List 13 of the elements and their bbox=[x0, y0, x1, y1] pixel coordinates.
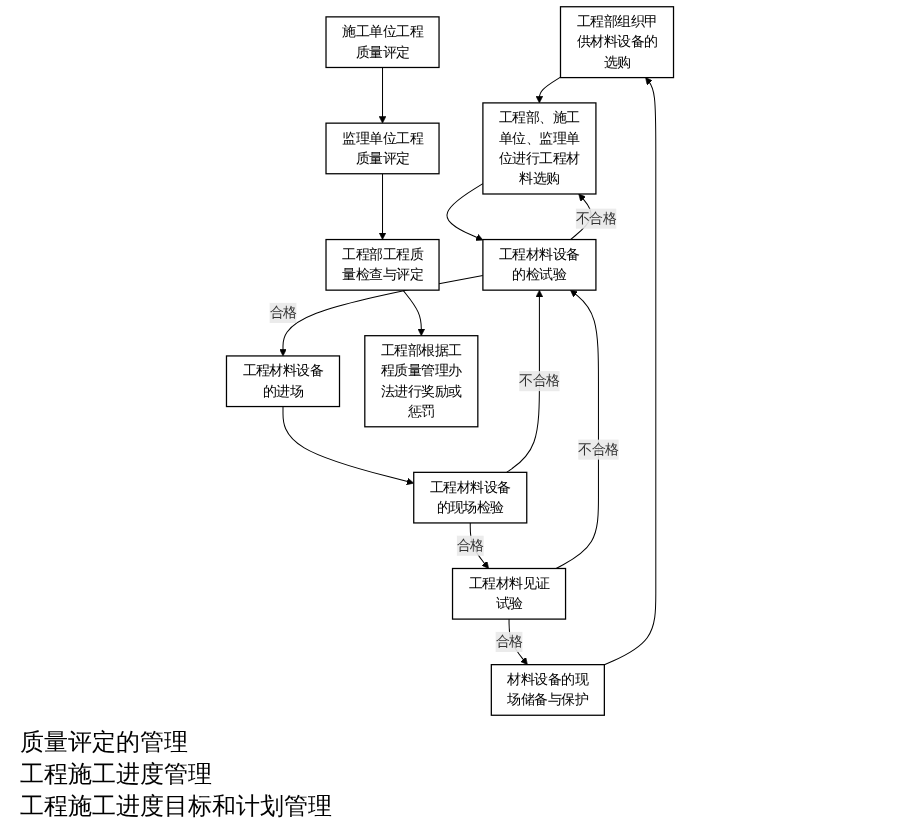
arrow bbox=[378, 66, 387, 124]
arrow bbox=[402, 289, 426, 337]
arrow bbox=[569, 193, 592, 241]
arrow bbox=[282, 406, 415, 486]
section-heading: 工程施工进度管理 bbox=[20, 758, 212, 790]
section-heading: 质量评定的管理 bbox=[20, 726, 188, 758]
arrow bbox=[603, 77, 657, 666]
arrow bbox=[555, 289, 599, 569]
section-heading: 工程施工进度目标和计划管理 bbox=[20, 790, 332, 822]
arrow bbox=[535, 76, 561, 104]
arrow bbox=[378, 173, 387, 240]
arrow bbox=[506, 289, 544, 473]
arrow bbox=[446, 183, 484, 241]
